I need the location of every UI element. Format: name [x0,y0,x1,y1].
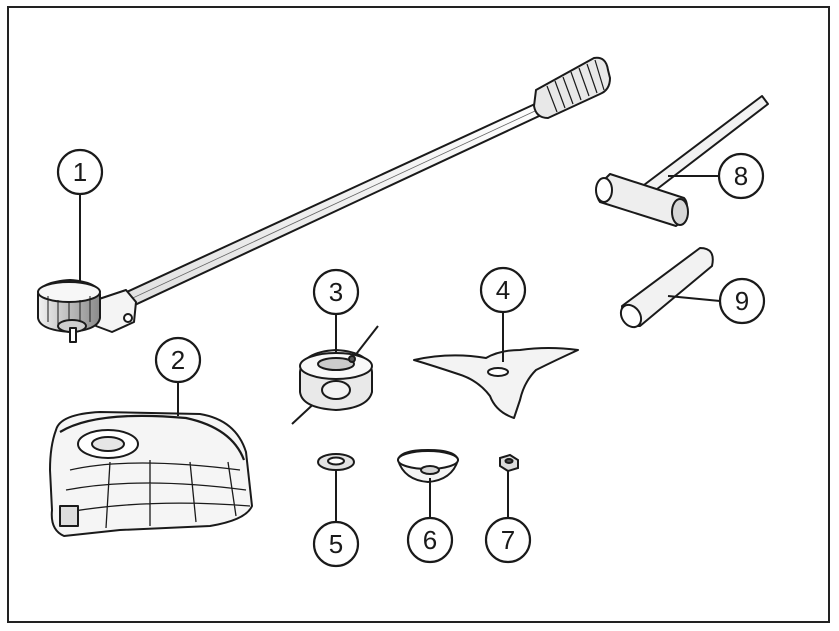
part-nut [500,455,518,471]
callout-5: 5 [312,520,360,568]
guard-top-rim [60,416,244,460]
callout-6-label: 6 [423,525,437,555]
blade-center-hole [488,368,508,376]
blade-shape [414,348,578,418]
callout-3: 3 [312,268,360,316]
shaft-tube-seam [122,104,550,303]
guard-clip [60,506,78,526]
part-shaft-assembly [38,58,610,342]
leader-9 [667,295,721,302]
shaft-grip [534,58,610,118]
part-cover-cup [398,450,458,482]
callout-3-label: 3 [329,277,343,307]
callout-1-label: 1 [73,157,87,187]
guard-ribs [66,460,250,528]
callout-8: 8 [717,152,765,200]
part-washer [318,454,354,470]
callouts: 1 2 3 4 5 6 7 8 [56,148,766,568]
callout-8-label: 8 [734,161,748,191]
leader-lines [79,175,721,522]
trimmer-bump-knob [322,381,350,399]
callout-5-label: 5 [329,529,343,559]
part-guard [50,412,252,536]
callout-1: 1 [56,148,104,196]
callout-7-label: 7 [501,525,515,555]
callout-7: 7 [484,516,532,564]
callout-2-label: 2 [171,345,185,375]
callout-2: 2 [154,336,202,384]
callout-9: 9 [718,277,766,325]
part-tube-sleeve [617,248,713,331]
callout-9-label: 9 [735,286,749,316]
part-t-wrench [596,96,768,226]
part-blade [414,348,578,418]
shaft-coupling-knob [38,280,100,342]
guard-shell [50,412,252,536]
callout-4-label: 4 [496,275,510,305]
callout-6: 6 [406,516,454,564]
part-trimmer-head [292,326,378,424]
shaft-coupling-bracket [96,290,136,332]
callout-4: 4 [479,266,527,314]
